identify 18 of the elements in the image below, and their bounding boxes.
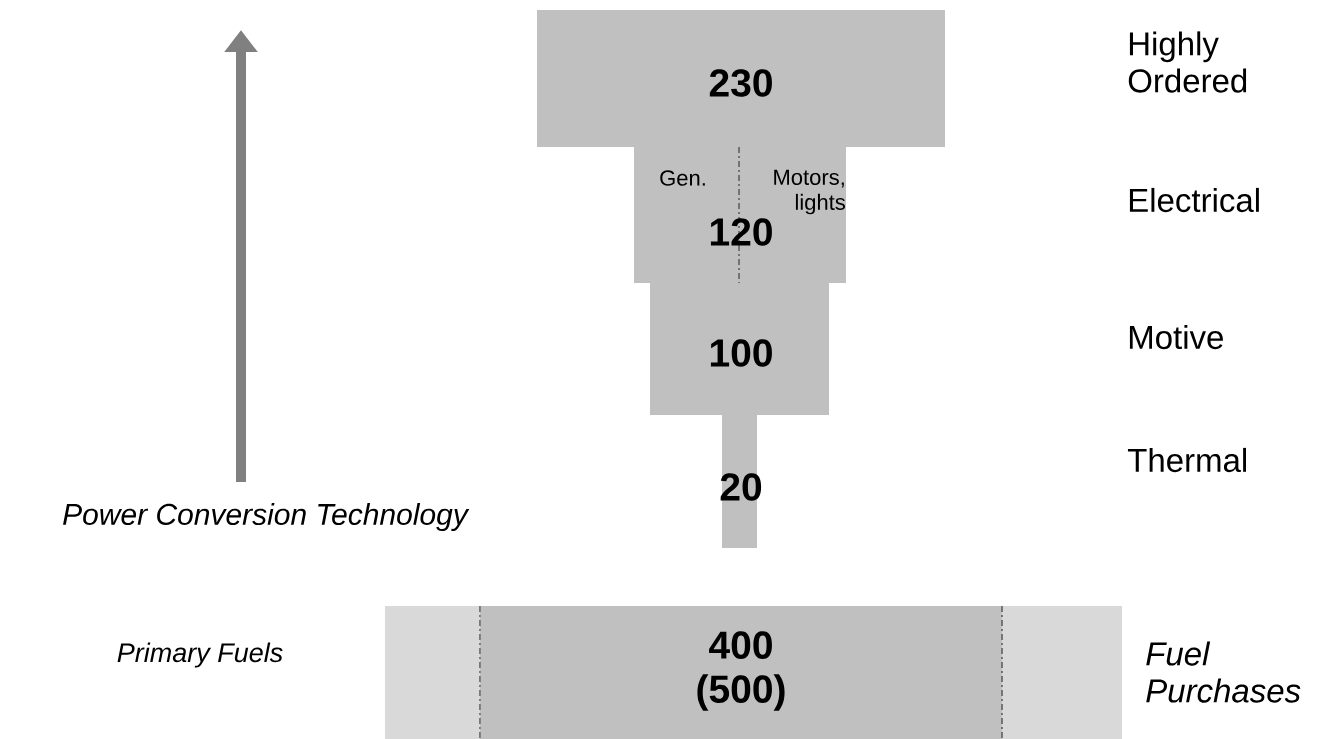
node-label: 230	[709, 69, 772, 97]
band: Gen. 120 Motors, lights	[634, 146, 846, 284]
label: Primary Fuels	[117, 642, 283, 668]
band: 230	[537, 10, 945, 147]
band: 20	[720, 415, 762, 548]
inner-band: 400 (500)	[479, 605, 1003, 739]
label: Power Conversion Technology	[63, 503, 470, 531]
node-label: 20	[720, 473, 762, 501]
label: Fuel Purchases	[1146, 641, 1301, 703]
node-label: Gen.	[660, 170, 705, 186]
label: Highly Ordered	[1128, 31, 1247, 93]
node-label: 100	[710, 339, 772, 367]
band: 100	[650, 283, 829, 415]
label: Electrical	[1129, 187, 1259, 213]
node-label: 120	[710, 218, 772, 246]
label: Thermal	[1127, 447, 1247, 473]
label: Motive	[1129, 324, 1223, 350]
node-label: Motors, lights	[774, 169, 846, 215]
